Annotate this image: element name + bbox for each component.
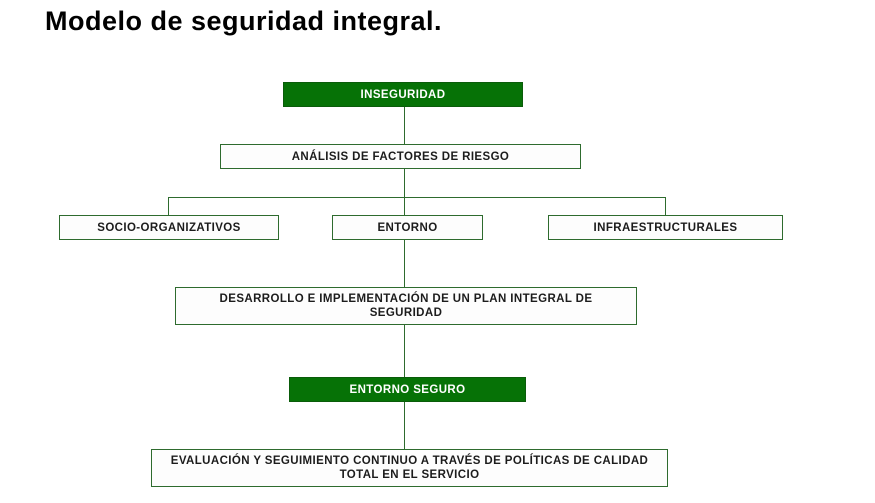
- node-inseguridad: INSEGURIDAD: [283, 82, 523, 107]
- connector-drop-entorno: [404, 197, 405, 215]
- node-entorno-seguro: ENTORNO SEGURO: [289, 377, 526, 402]
- connector-drop-socio: [168, 197, 169, 215]
- node-evaluacion-seguimiento: EVALUACIÓN Y SEGUIMIENTO CONTINUO A TRAV…: [151, 449, 668, 487]
- node-desarrollo-plan-integral: DESARROLLO E IMPLEMENTACIÓN DE UN PLAN I…: [175, 287, 637, 325]
- connector-branch-horizontal: [168, 197, 666, 198]
- connector-inseguridad-analisis: [404, 107, 405, 144]
- slide-title: Modelo de seguridad integral.: [45, 6, 443, 36]
- connector-entorno-seguro-evaluacion: [404, 402, 405, 449]
- connector-analisis-stem: [404, 169, 405, 197]
- connector-entorno-desarrollo: [404, 240, 405, 287]
- connector-drop-infraestructurales: [665, 197, 666, 215]
- node-infraestructurales: INFRAESTRUCTURALES: [548, 215, 783, 240]
- connector-desarrollo-entorno-seguro: [404, 325, 405, 377]
- node-analisis-factores-riesgo: ANÁLISIS DE FACTORES DE RIESGO: [220, 144, 581, 169]
- node-entorno: ENTORNO: [332, 215, 483, 240]
- node-socio-organizativos: SOCIO-ORGANIZATIVOS: [59, 215, 279, 240]
